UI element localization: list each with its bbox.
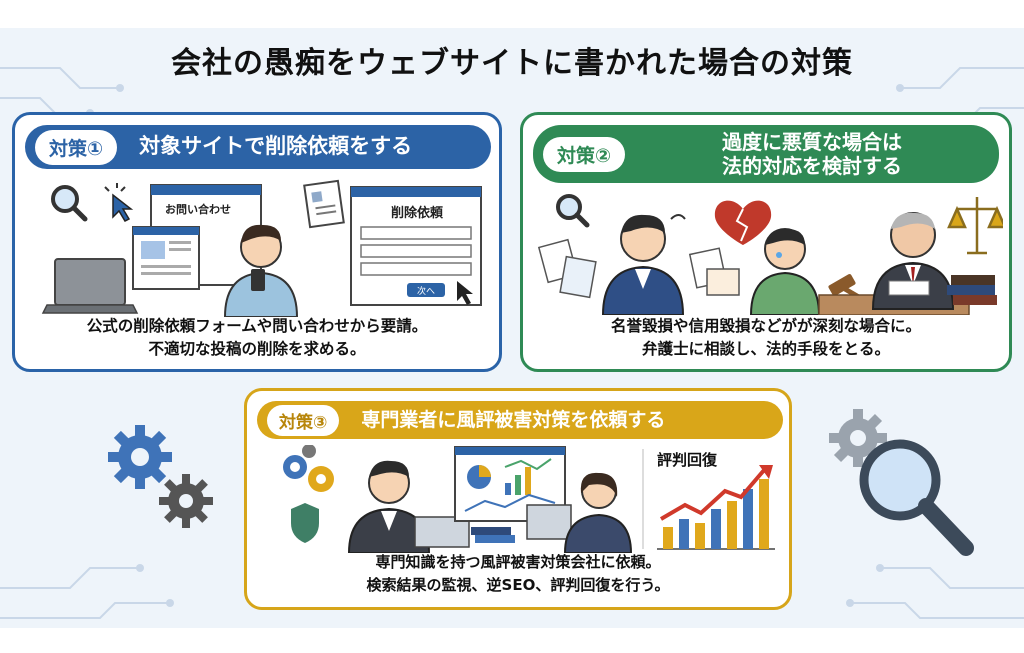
pointer-icon bbox=[457, 281, 473, 305]
broken-heart-icon bbox=[714, 200, 772, 245]
search-icon bbox=[556, 194, 590, 228]
page-title: 会社の愚痴をウェブサイトに書かれた場合の対策 bbox=[171, 46, 853, 81]
client-person bbox=[749, 228, 821, 315]
laptop-icon bbox=[41, 258, 139, 314]
gears-icon bbox=[108, 425, 213, 528]
papers-icon bbox=[537, 238, 597, 299]
measure-2-panel: 対策② 過度に悪質な場合は 法的対応を検討する bbox=[520, 112, 1012, 372]
contact-form-label: お問い合わせ bbox=[165, 202, 231, 216]
measure-2-illustration bbox=[537, 194, 1003, 315]
consultant-with-monitor bbox=[526, 472, 633, 553]
measure-2-heading: 過度に悪質な場合は 法的対応を検討する bbox=[722, 130, 903, 178]
magnifier-gear-icon bbox=[829, 409, 974, 556]
document-icon bbox=[303, 179, 345, 229]
measure-1-illustration: お問い合わせ 削除依頼 bbox=[41, 179, 482, 317]
measure-3-panel: 対策③ 専門業者に風評被害対策を依頼する bbox=[244, 388, 792, 610]
measure-2-badge: 対策② bbox=[543, 136, 626, 172]
measure-2-description: 名誉毀損や信用毀損などがが深刻な場合に。 弁護士に相談し、法的手段をとる。 bbox=[610, 317, 921, 359]
trend-arrow-icon bbox=[659, 467, 767, 521]
measure-3-illustration: 評判回復 bbox=[283, 445, 775, 553]
measure-2-header: 対策② 過度に悪質な場合は 法的対応を検討する bbox=[533, 125, 999, 183]
shield-icon bbox=[291, 503, 319, 543]
reputation-chart-label: 評判回復 bbox=[657, 451, 718, 469]
search-icon bbox=[51, 185, 88, 222]
measure-3-description: 専門知識を持つ風評被害対策会社に依頼。 検索結果の監視、逆SEO、評判回復を行う… bbox=[366, 553, 670, 594]
measure-1-header: 対策① 対象サイトで削除依頼をする bbox=[25, 125, 491, 169]
measure-1-panel: 対策① 対象サイトで削除依頼をする お問い合わせ bbox=[12, 112, 502, 372]
gears-icon bbox=[283, 445, 334, 492]
worried-businessman bbox=[601, 214, 686, 315]
scales-icon bbox=[947, 197, 1003, 255]
letters-icon bbox=[688, 247, 740, 296]
delete-form-label: 削除依頼 bbox=[391, 205, 444, 221]
measure-1-badge: 対策① bbox=[35, 129, 118, 165]
books-icon bbox=[471, 527, 515, 543]
measure-3-header: 対策③ 専門業者に風評被害対策を依頼する bbox=[257, 401, 783, 439]
measure-1-heading: 対象サイトで削除依頼をする bbox=[139, 134, 413, 159]
browser-window bbox=[132, 226, 200, 290]
cursor-icon bbox=[112, 193, 134, 222]
measure-3-heading: 専門業者に風評被害対策を依頼する bbox=[361, 408, 666, 431]
consultant-with-laptop bbox=[347, 460, 470, 553]
next-button: 次へ bbox=[417, 285, 435, 297]
person-with-phone bbox=[223, 224, 299, 317]
books-icon bbox=[947, 275, 997, 305]
delete-request-form: 削除依頼 次へ bbox=[350, 186, 482, 306]
measure-3-badge: 対策③ bbox=[267, 404, 340, 436]
reputation-chart: 評判回復 bbox=[642, 449, 775, 550]
lawyer-person bbox=[818, 212, 970, 315]
measure-1-description: 公式の削除依頼フォームや問い合わせから要請。 不適切な投稿の削除を求める。 bbox=[86, 317, 428, 359]
